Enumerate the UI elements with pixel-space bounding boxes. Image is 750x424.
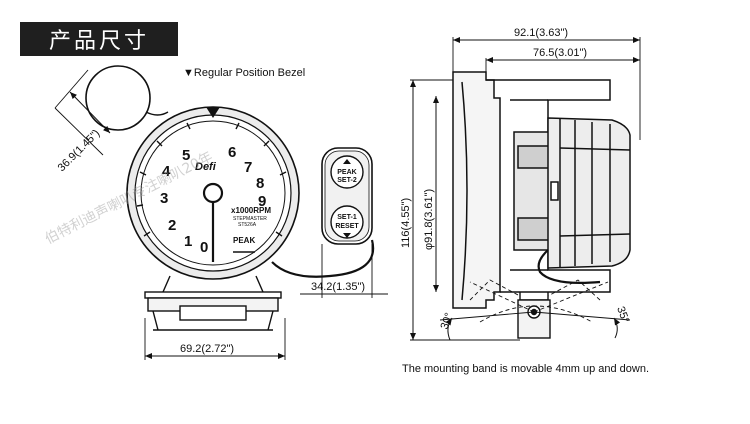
dial-number-4: 4: [162, 163, 171, 180]
front-width-dimension: 69.2(2.72"): [180, 343, 234, 355]
dial-number-3: 3: [160, 190, 168, 207]
side-view: 92.1(3.63") 76.5(3.01") 116(4.55") φ91.8…: [400, 27, 649, 375]
section-title: 产品尺寸: [20, 22, 178, 56]
bezel-label: ▼Regular Position Bezel: [183, 67, 305, 79]
side-body-dimension: 76.5(3.01"): [533, 47, 587, 59]
model-line-2: ST526A: [238, 222, 257, 228]
button-bottom-line2: RESET: [335, 223, 359, 230]
unit-label: x1000RPM: [231, 206, 271, 215]
button-top-line1: PEAK: [337, 169, 356, 176]
dial-number-5: 5: [182, 147, 190, 164]
side-mounting-bracket: [517, 292, 551, 339]
dial-number-0: 0: [200, 239, 208, 256]
cable: [271, 239, 375, 278]
side-total-dimension: 92.1(3.63"): [514, 27, 568, 39]
brand-logo: Defi: [195, 161, 217, 173]
dial-number-7: 7: [244, 159, 252, 176]
peak-set2-button[interactable]: [330, 155, 364, 189]
angle-left: 30°: [439, 311, 456, 331]
gauge-side-profile: [452, 71, 631, 309]
button-width-dimension: 34.2(1.35"): [311, 281, 365, 293]
angle-right: 35°: [614, 305, 631, 325]
dial-number-2: 2: [168, 217, 176, 234]
button-top-line2: SET-2: [337, 177, 357, 184]
swivel-range: [469, 279, 609, 323]
front-view: 36.9(1.45") 0 1 2 3 4 5 6 7 8: [54, 65, 388, 360]
model-line-1: STEPMASTER: [233, 216, 267, 222]
side-diameter-dimension: φ91.8(3.61"): [423, 189, 435, 250]
peak-lamp: [85, 65, 151, 131]
dial-number-6: 6: [228, 144, 236, 161]
peak-indicator: PEAK: [233, 236, 255, 245]
mounting-stand: [144, 275, 282, 331]
button-bottom-line1: SET-1: [337, 214, 357, 221]
side-cable: [537, 249, 601, 284]
dial-number-1: 1: [184, 233, 192, 250]
dial-number-8: 8: [256, 175, 264, 192]
bezel-marker-icon: [206, 107, 220, 118]
mounting-note: The mounting band is movable 4mm up and …: [402, 363, 649, 375]
needle-hub: [202, 182, 224, 204]
dial-number-9: 9: [258, 193, 266, 210]
side-height-dimension: 116(4.55"): [400, 198, 412, 248]
front-height-dimension: 36.9(1.45"): [56, 127, 103, 174]
